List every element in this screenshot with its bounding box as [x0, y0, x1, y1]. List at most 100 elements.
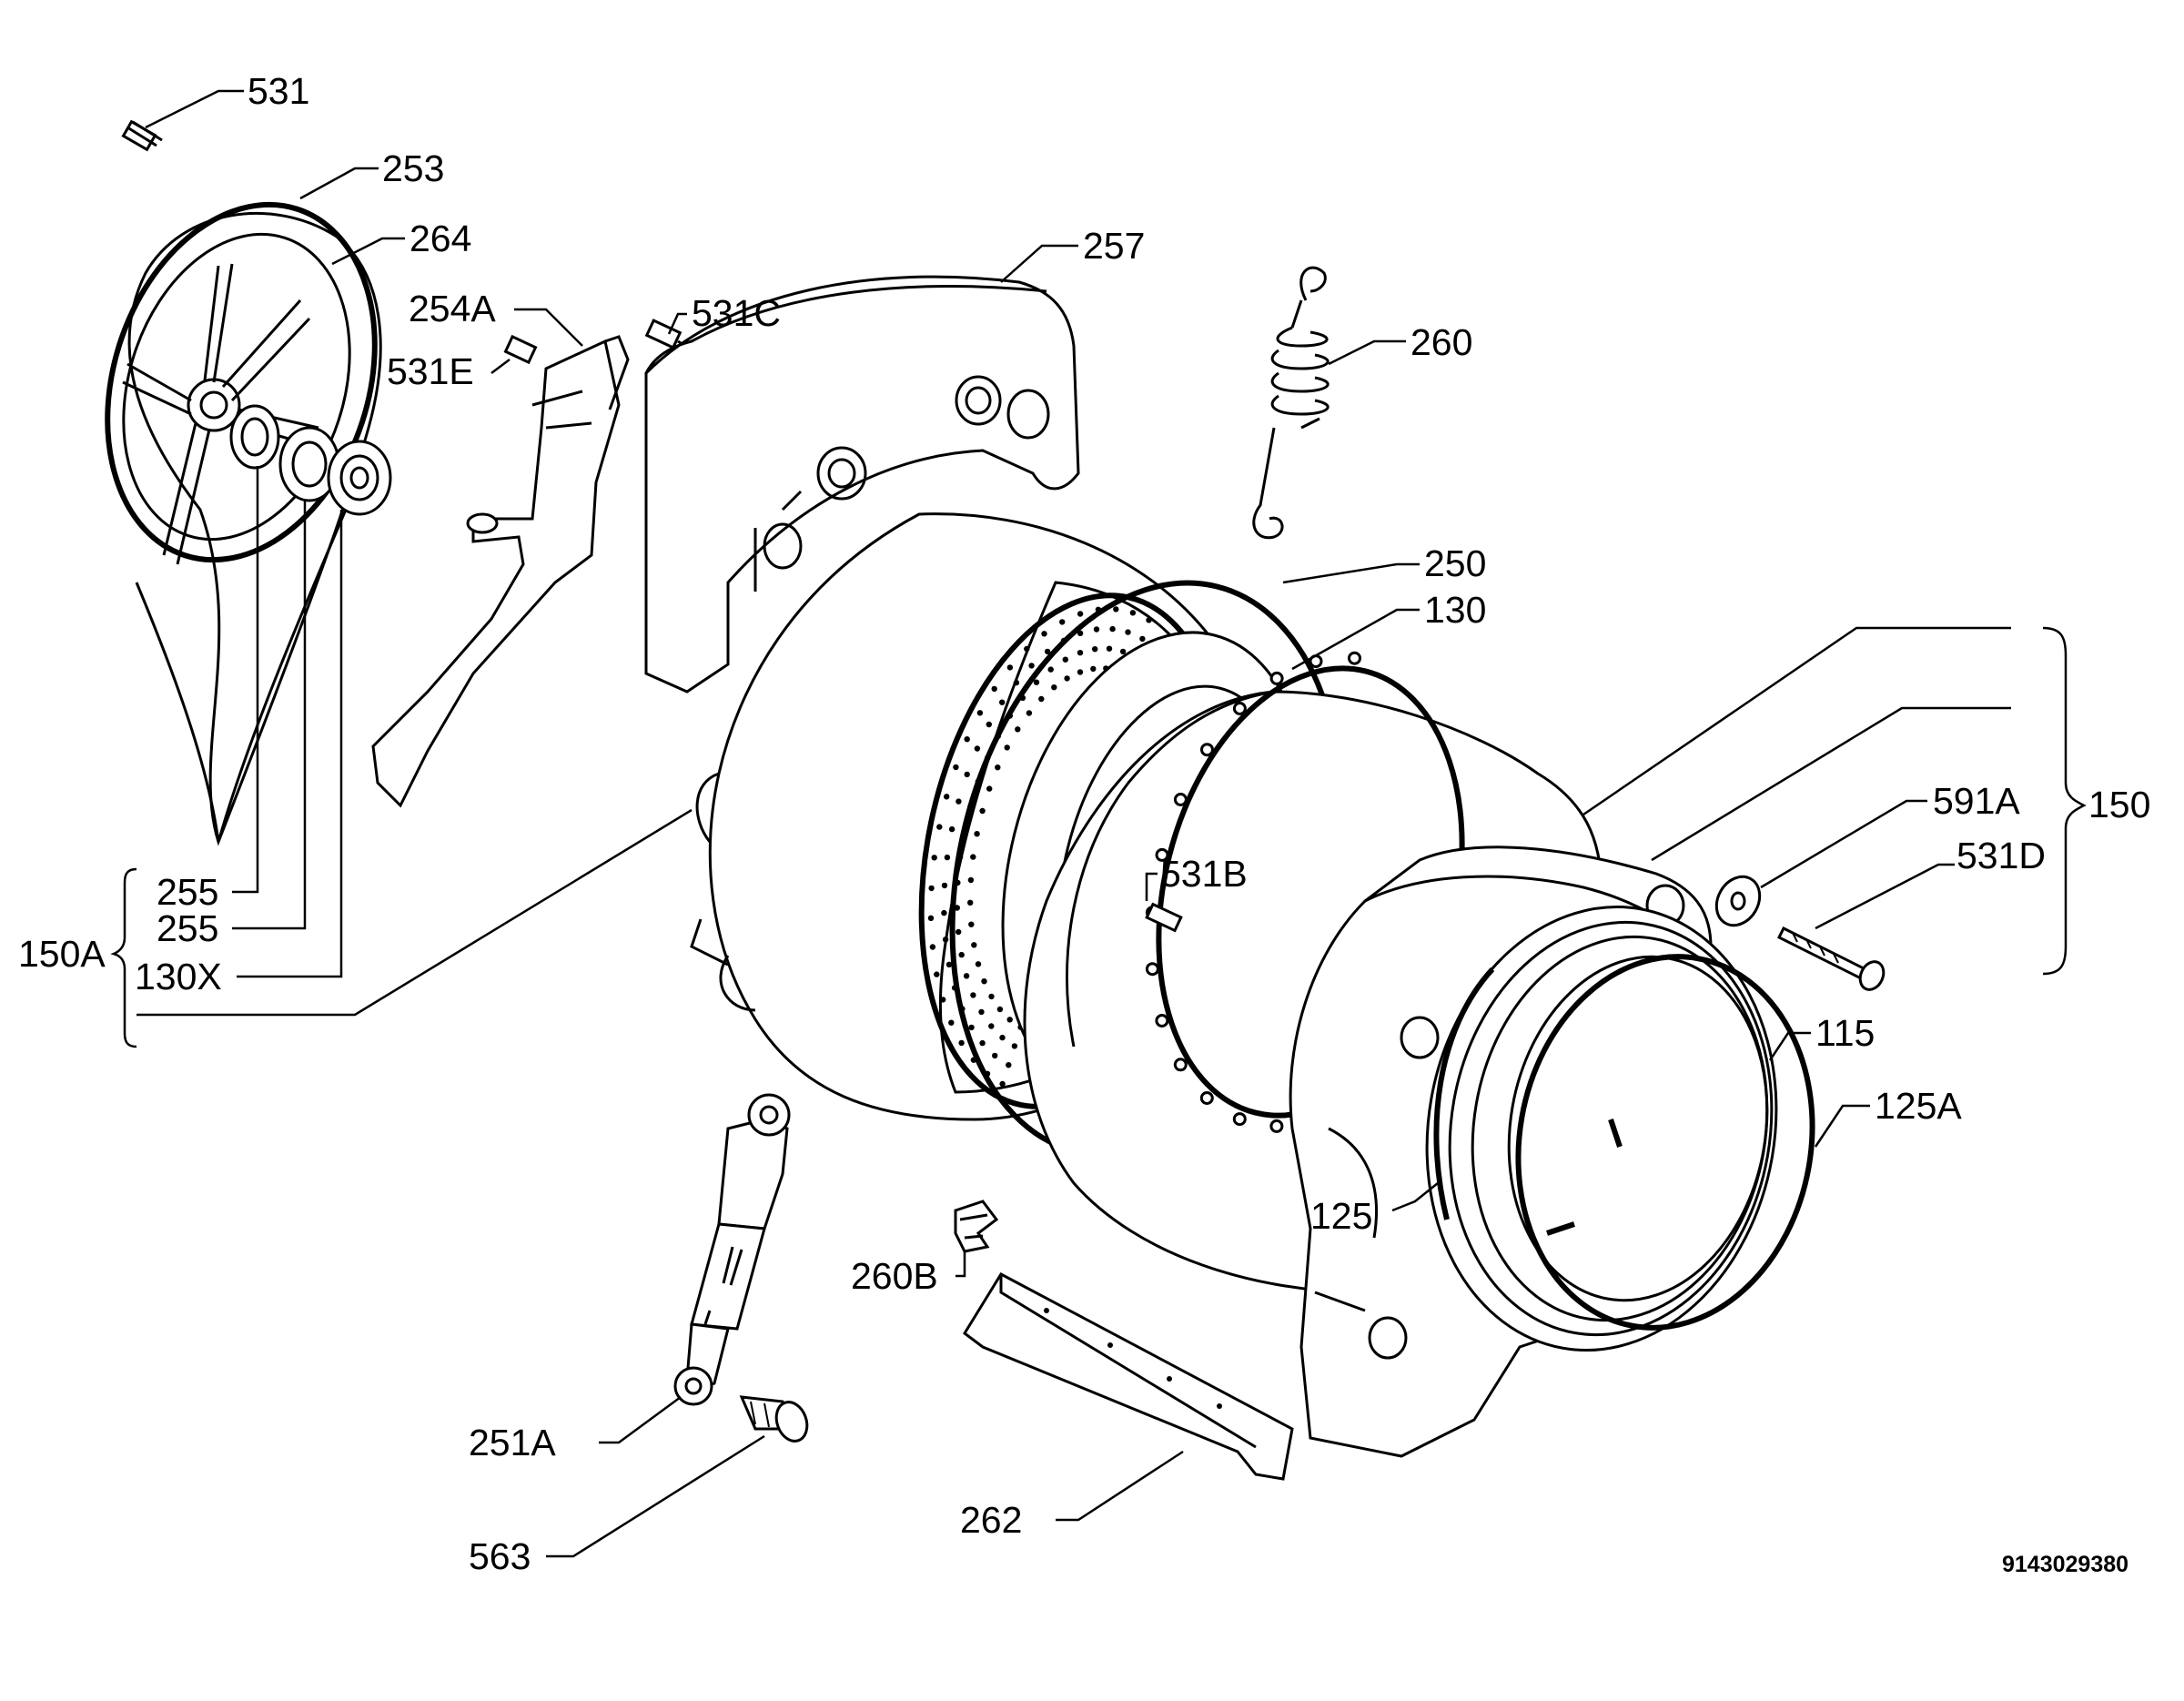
- label-255-first[interactable]: 255: [157, 871, 218, 913]
- perforation-hole: [963, 973, 970, 979]
- counterweight-257[interactable]: [644, 275, 1080, 694]
- perforation-hole: [948, 825, 956, 833]
- perforation-hole: [953, 764, 959, 771]
- perforation-hole: [986, 785, 993, 792]
- perforation-hole: [1006, 1017, 1013, 1023]
- perforation-hole: [1077, 630, 1084, 636]
- perforation-hole: [1146, 617, 1152, 623]
- perforation-hole: [1028, 663, 1035, 669]
- clamp-ring-125A[interactable]: [1490, 933, 1841, 1351]
- perforation-hole: [1038, 695, 1045, 703]
- perforation-hole: [1044, 648, 1051, 655]
- label-262[interactable]: 262: [960, 1499, 1022, 1541]
- perforation-hole: [999, 699, 1006, 705]
- label-531C[interactable]: 531C: [692, 292, 781, 334]
- label-125[interactable]: 125: [1310, 1195, 1372, 1237]
- drawing-code: 9143029380: [2002, 1552, 2128, 1577]
- clip-260B[interactable]: [954, 1200, 999, 1253]
- leader-lines: [110, 89, 2087, 1558]
- perforation-hole: [991, 685, 997, 693]
- perforation-hole: [1011, 1043, 1018, 1049]
- perforation-hole: [945, 961, 953, 968]
- door-seal-115[interactable]: [1392, 879, 1810, 1379]
- seal-130X[interactable]: [327, 440, 392, 516]
- label-251A[interactable]: 251A: [469, 1422, 556, 1463]
- perforation-hole: [1090, 665, 1097, 673]
- label-150A[interactable]: 150A: [18, 933, 106, 975]
- perforation-hole: [1093, 626, 1100, 633]
- clamp-ring-125[interactable]: [1433, 967, 1495, 1220]
- washer-591A[interactable]: [1708, 869, 1768, 933]
- label-253[interactable]: 253: [382, 147, 444, 189]
- perforation-hole: [970, 992, 976, 998]
- bearing-255-first[interactable]: [229, 404, 280, 470]
- tub-bolt: [1173, 793, 1188, 806]
- perforation-hole: [964, 771, 970, 778]
- perforation-hole: [967, 899, 974, 906]
- perforation-hole: [958, 1039, 965, 1047]
- label-260[interactable]: 260: [1410, 321, 1472, 363]
- label-563[interactable]: 563: [469, 1535, 531, 1577]
- label-531[interactable]: 531: [248, 70, 309, 112]
- perforation-hole: [981, 978, 987, 985]
- perforation-hole: [927, 915, 935, 921]
- perforation-hole: [1077, 611, 1084, 617]
- perforation-hole: [1113, 606, 1119, 613]
- tub-bolt: [1199, 1091, 1214, 1105]
- label-531B[interactable]: 531B: [1160, 853, 1248, 895]
- perforation-hole: [1119, 648, 1127, 655]
- tub-bolt: [1155, 847, 1169, 862]
- bolt-563[interactable]: [739, 1395, 813, 1445]
- perforation-hole: [986, 721, 993, 728]
- bolt-531D[interactable]: [1776, 926, 1888, 994]
- perforation-hole: [1006, 664, 1014, 671]
- perforation-hole: [1109, 625, 1116, 633]
- shock-absorber-251A[interactable]: [673, 1093, 791, 1406]
- perforation-hole: [967, 876, 975, 884]
- label-264[interactable]: 264: [410, 218, 471, 259]
- screw-531E[interactable]: [503, 334, 538, 365]
- perforation-hole: [931, 855, 937, 861]
- label-125A[interactable]: 125A: [1875, 1085, 1962, 1127]
- label-257[interactable]: 257: [1083, 225, 1145, 267]
- label-150[interactable]: 150: [2088, 784, 2150, 825]
- label-130[interactable]: 130: [1424, 589, 1486, 631]
- perforation-hole: [936, 824, 943, 830]
- perforation-hole: [968, 921, 975, 927]
- perforation-hole: [995, 764, 1001, 771]
- label-255-second[interactable]: 255: [157, 907, 218, 949]
- perforation-hole: [1125, 629, 1131, 635]
- label-250[interactable]: 250: [1424, 542, 1486, 584]
- perforation-hole: [929, 944, 936, 950]
- screw-531[interactable]: [121, 119, 163, 152]
- label-254A[interactable]: 254A: [409, 288, 496, 329]
- perforation-hole: [941, 909, 947, 916]
- perforation-hole: [1062, 656, 1069, 663]
- suspension-spring-260[interactable]: [1252, 266, 1330, 540]
- tub-foot-262[interactable]: [963, 1272, 1294, 1481]
- perforation-hole: [971, 942, 977, 948]
- tub-bolt: [1269, 671, 1284, 685]
- perforation-hole: [975, 961, 982, 967]
- label-130X[interactable]: 130X: [135, 956, 222, 997]
- bearing-255-second[interactable]: [278, 426, 340, 502]
- label-260B[interactable]: 260B: [851, 1255, 938, 1297]
- label-591A[interactable]: 591A: [1933, 780, 2020, 822]
- tub-bolt: [1173, 1058, 1188, 1072]
- perforation-hole: [988, 1023, 995, 1029]
- pulley-wheel[interactable]: [64, 170, 419, 846]
- drum-spider-bracket[interactable]: [371, 335, 630, 808]
- perforation-hole: [1013, 679, 1020, 686]
- perforation-hole: [934, 971, 940, 977]
- label-531E[interactable]: 531E: [387, 350, 474, 392]
- label-115[interactable]: 115: [1815, 1012, 1875, 1054]
- tub-bolt: [1269, 1119, 1284, 1133]
- label-531D[interactable]: 531D: [1956, 835, 2046, 876]
- perforation-hole: [1077, 669, 1084, 675]
- perforation-hole: [1139, 635, 1146, 643]
- perforation-hole: [999, 1080, 1006, 1088]
- perforation-hole: [956, 798, 962, 805]
- screw-531B[interactable]: [1145, 902, 1183, 933]
- perforation-hole: [1051, 684, 1057, 691]
